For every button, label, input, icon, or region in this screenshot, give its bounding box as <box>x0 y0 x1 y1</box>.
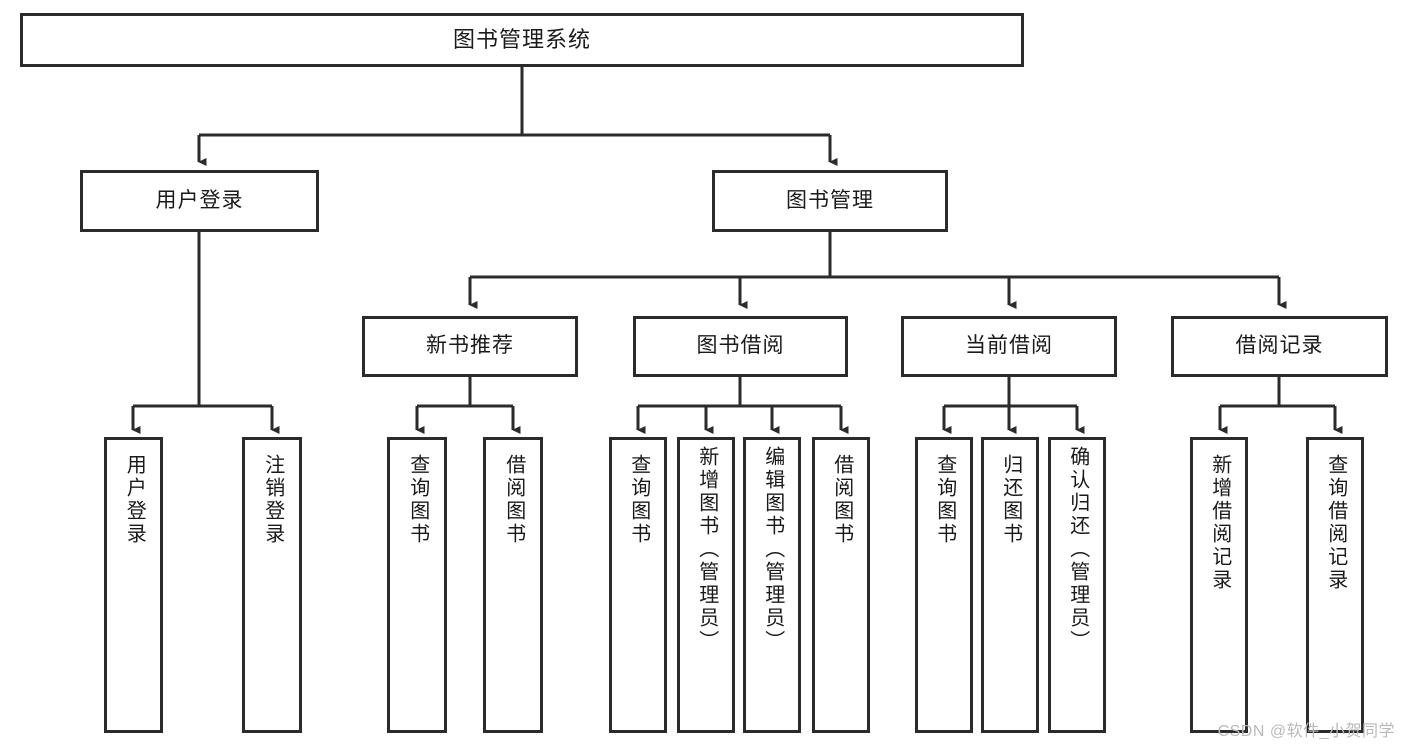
leaf-return-book[interactable]: 归还图书 <box>981 437 1039 733</box>
leaf-borrow-book[interactable]: 借阅图书 <box>812 437 870 733</box>
leaf-user-logout[interactable]: 注销登录 <box>242 437 302 733</box>
node-label: 查询借阅记录 <box>1324 454 1347 592</box>
node-label: 借阅记录 <box>1235 334 1324 358</box>
leaf-add-borrow-record[interactable]: 新增借阅记录 <box>1190 437 1248 733</box>
node-label: 确认归还（管理员） <box>1066 446 1089 653</box>
node-label: 查询图书 <box>406 454 429 546</box>
node-new-book-recommend[interactable]: 新书推荐 <box>362 316 578 377</box>
node-label: 当前借阅 <box>965 334 1053 358</box>
node-book-management[interactable]: 图书管理 <box>712 170 948 232</box>
leaf-edit-book-admin[interactable]: 编辑图书（管理员） <box>743 437 801 733</box>
node-label: 借阅图书 <box>830 454 853 546</box>
node-label: 借阅图书 <box>502 454 525 546</box>
leaf-query-book-borrow[interactable]: 查询图书 <box>609 437 667 733</box>
leaf-query-book-current[interactable]: 查询图书 <box>915 437 973 733</box>
node-book-borrow[interactable]: 图书借阅 <box>633 316 848 377</box>
leaf-user-login[interactable]: 用户登录 <box>104 437 163 733</box>
node-label: 新增借阅记录 <box>1208 454 1231 592</box>
node-label: 新增图书（管理员） <box>695 446 718 653</box>
node-label: 新书推荐 <box>426 334 514 358</box>
watermark: CSDN @软件_小贺同学 <box>1217 723 1395 740</box>
leaf-query-book-recommend[interactable]: 查询图书 <box>387 437 447 733</box>
leaf-borrow-book-recommend[interactable]: 借阅图书 <box>483 437 543 733</box>
leaf-confirm-return-admin[interactable]: 确认归还（管理员） <box>1048 437 1106 733</box>
node-root-book-management-system[interactable]: 图书管理系统 <box>20 13 1024 67</box>
node-label: 图书管理系统 <box>452 27 591 53</box>
leaf-query-borrow-record[interactable]: 查询借阅记录 <box>1306 437 1364 733</box>
leaf-add-book-admin[interactable]: 新增图书（管理员） <box>677 437 735 733</box>
node-user-login[interactable]: 用户登录 <box>80 170 319 232</box>
node-borrow-record[interactable]: 借阅记录 <box>1171 316 1388 377</box>
node-label: 编辑图书（管理员） <box>761 446 784 653</box>
node-current-borrow[interactable]: 当前借阅 <box>901 316 1117 377</box>
node-label: 查询图书 <box>933 454 956 546</box>
node-label: 归还图书 <box>999 454 1022 546</box>
node-label: 注销登录 <box>261 454 284 546</box>
node-label: 用户登录 <box>155 188 244 212</box>
node-label: 图书借阅 <box>696 334 785 358</box>
node-label: 查询图书 <box>627 454 650 546</box>
node-label: 用户登录 <box>123 454 146 546</box>
node-label: 图书管理 <box>786 188 874 212</box>
